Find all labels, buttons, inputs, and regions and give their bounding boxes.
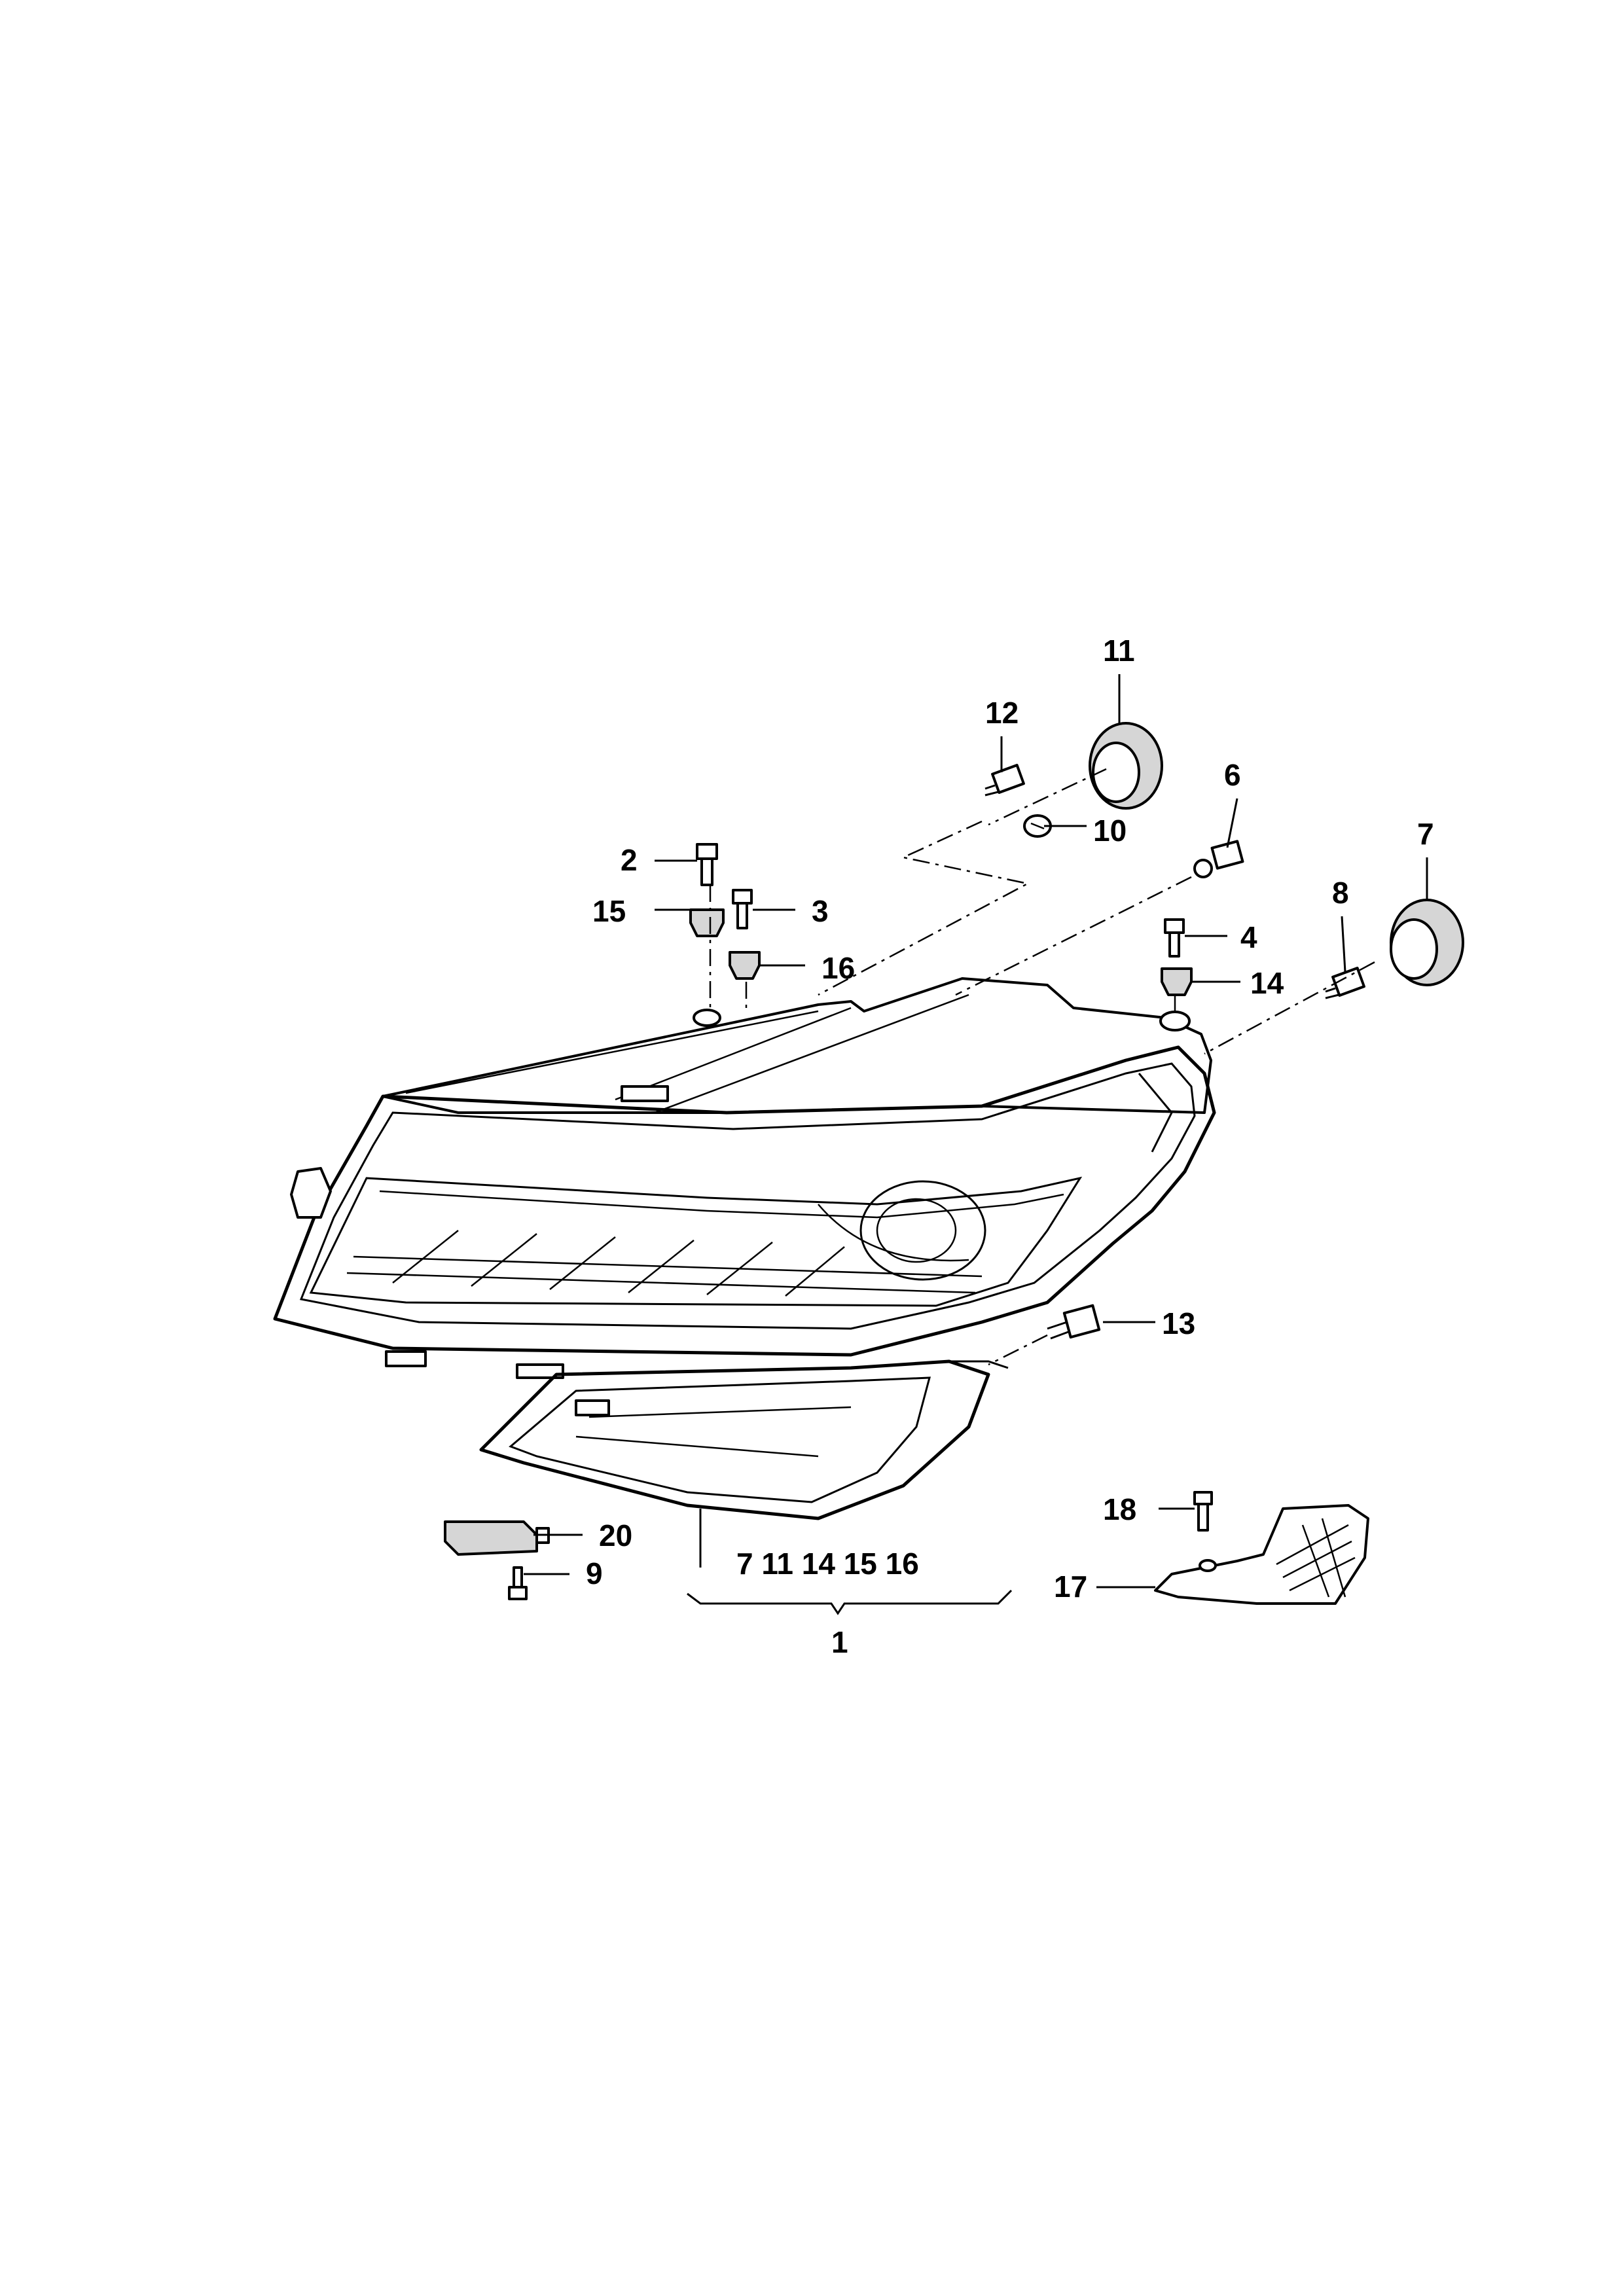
callout-4: 4 xyxy=(1240,920,1257,954)
callout-10: 10 xyxy=(1093,814,1127,848)
screw-2 xyxy=(696,843,718,886)
module-20 xyxy=(444,1520,550,1556)
screw-3 xyxy=(732,889,753,929)
callout-3: 3 xyxy=(812,894,829,928)
callout-13: 13 xyxy=(1162,1306,1195,1340)
bulb-13 xyxy=(1047,1304,1101,1340)
callout-2: 2 xyxy=(621,843,638,877)
callout-9: 9 xyxy=(586,1556,603,1590)
bulb-8 xyxy=(1325,967,1365,999)
callout-12: 12 xyxy=(985,696,1019,730)
dust-cap-11 xyxy=(1089,722,1163,810)
grommet-14 xyxy=(1161,967,1193,996)
grommet-16 xyxy=(729,951,761,980)
leader-lines xyxy=(524,674,1428,1615)
callout-1: 1 xyxy=(831,1625,848,1659)
callout-6: 6 xyxy=(1224,758,1241,792)
grommet-15 xyxy=(689,908,725,937)
screw-18 xyxy=(1193,1491,1213,1532)
callout-15: 15 xyxy=(592,894,626,928)
bulb-holder-6 xyxy=(1193,840,1244,878)
screw-4 xyxy=(1164,918,1185,958)
headlamp-housing xyxy=(273,977,1216,1520)
screw-9 xyxy=(508,1566,528,1600)
callout-18: 18 xyxy=(1103,1492,1136,1526)
callout-7: 7 xyxy=(1417,817,1434,851)
callout-14: 14 xyxy=(1250,966,1284,1000)
callout-labels: 11 12 6 10 7 8 2 15 3 16 4 14 13 20 9 18… xyxy=(586,634,1434,1659)
callout-20: 20 xyxy=(599,1518,632,1552)
bracket-17 xyxy=(1154,1504,1369,1605)
bulb-12 xyxy=(984,764,1025,797)
callout-assembly-group: 7 11 14 15 16 xyxy=(736,1547,919,1581)
callout-11: 11 xyxy=(1103,634,1135,668)
callout-8: 8 xyxy=(1332,876,1349,910)
dust-cap-7 xyxy=(1390,899,1464,986)
callout-17: 17 xyxy=(1054,1570,1087,1604)
callout-16: 16 xyxy=(821,951,855,985)
